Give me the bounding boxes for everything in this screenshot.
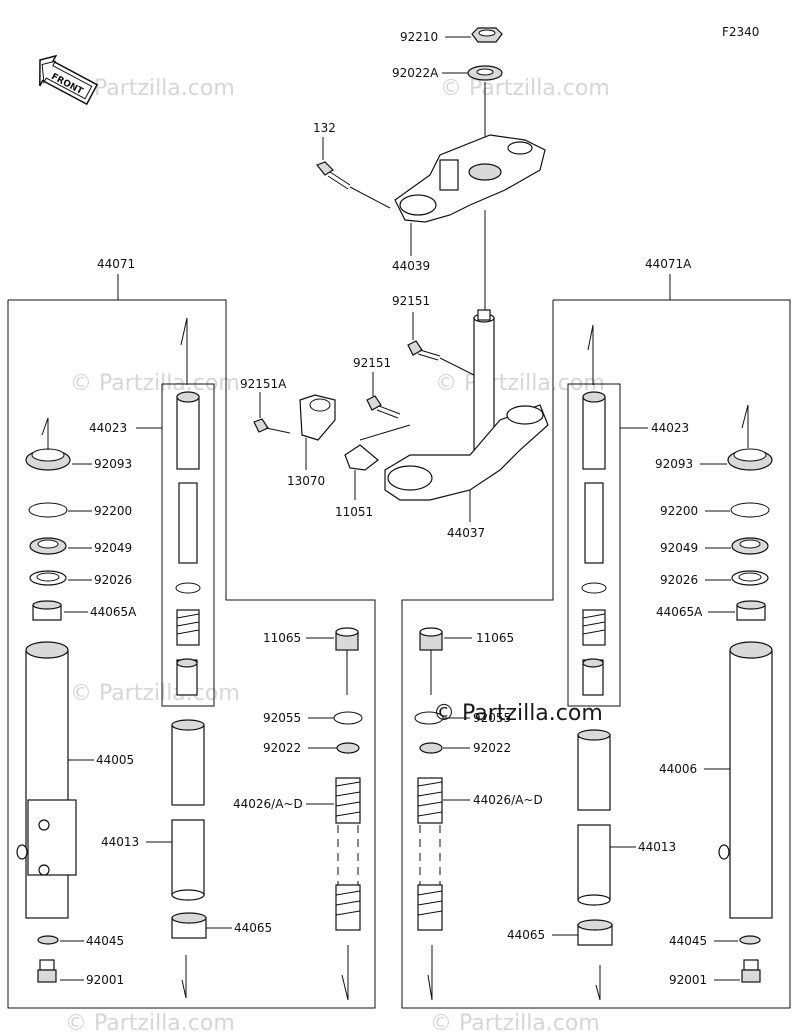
label-left-11065: 11065	[263, 631, 301, 645]
label-left-92093: 92093	[94, 457, 132, 471]
left-bushing-44065a	[32, 600, 62, 621]
left-ring-92022	[336, 742, 360, 754]
left-piston	[176, 658, 198, 696]
stem-lower-clamp-44037	[384, 309, 549, 501]
label-right-44006: 44006	[659, 762, 697, 776]
label-left-44013: 44013	[101, 835, 139, 849]
bracket-11051	[344, 424, 411, 471]
left-bolt-92001	[37, 959, 57, 983]
left-dust-seal-92093	[25, 417, 71, 471]
left-washer-44045	[37, 935, 59, 945]
label-left-92049: 92049	[94, 541, 132, 555]
watermarks: © Partzilla.com © Partzilla.com © Partzi…	[65, 76, 610, 1033]
right-oil-seal-92049	[731, 537, 769, 555]
right-bushing-44065a	[736, 600, 766, 621]
label-left-92055: 92055	[263, 711, 301, 725]
right-piston	[582, 658, 604, 696]
label-left-92022: 92022	[263, 741, 301, 755]
watermark: © Partzilla.com	[440, 76, 610, 101]
label-11051: 11051	[335, 505, 373, 519]
left-bushing-44065	[171, 912, 207, 999]
left-outer-tube-44005	[16, 641, 77, 919]
label-right-44013: 44013	[638, 840, 676, 854]
left-oil-seal-92049	[29, 537, 67, 555]
label-13070: 13070	[287, 474, 325, 488]
right-spring-small	[582, 609, 606, 646]
left-spring-44026	[335, 777, 361, 1001]
left-inner-tube-44023	[176, 317, 200, 564]
label-right-44065: 44065	[507, 928, 545, 942]
left-assembly-label: 44071	[97, 257, 135, 271]
right-ring-92022	[419, 742, 443, 754]
label-right-92001: 92001	[669, 973, 707, 987]
bolt-92151-mid	[366, 395, 401, 419]
right-spring-44026	[417, 777, 443, 1001]
label-right-44045: 44045	[669, 934, 707, 948]
label-right-44026: 44026/A~D	[473, 793, 543, 807]
watermark-dark: © Partzilla.com	[433, 701, 603, 726]
right-bushing-44065	[577, 919, 613, 1001]
right-washer-44045	[739, 935, 761, 945]
bolt-92151a	[253, 418, 291, 434]
label-right-92026: 92026	[660, 573, 698, 587]
label-right-92200: 92200	[660, 504, 698, 518]
label-44039: 44039	[392, 259, 430, 273]
watermark: © Partzilla.com	[430, 1011, 600, 1033]
label-left-44023: 44023	[89, 421, 127, 435]
right-cartridge-44013	[577, 729, 611, 906]
right-clip-92200	[730, 502, 770, 518]
label-left-44065a: 44065A	[90, 605, 137, 619]
right-assembly-frame: 44071A	[401, 257, 791, 1009]
label-right-92093: 92093	[655, 457, 693, 471]
label-92151-mid: 92151	[353, 356, 391, 370]
right-circlip-inner	[581, 582, 607, 594]
right-assembly-label: 44071A	[645, 257, 692, 271]
label-left-44005: 44005	[96, 753, 134, 767]
washer-92022a	[467, 65, 503, 81]
left-spring-small	[176, 609, 200, 646]
label-left-92026: 92026	[94, 573, 132, 587]
left-cartridge-44013	[171, 719, 205, 901]
right-dust-seal-92093	[727, 404, 773, 471]
label-92151a: 92151A	[240, 377, 287, 391]
left-rod-11065	[335, 627, 359, 695]
label-left-44065: 44065	[234, 921, 272, 935]
label-left-44045: 44045	[86, 934, 124, 948]
label-left-92200: 92200	[94, 504, 132, 518]
watermark: © Partzilla.com	[65, 1011, 235, 1033]
right-rod-11065	[419, 627, 443, 695]
right-outer-tube-44006	[718, 641, 773, 919]
left-washer-92026	[29, 570, 67, 586]
label-left-92001: 92001	[86, 973, 124, 987]
label-92022a: 92022A	[392, 66, 439, 80]
label-92210: 92210	[400, 30, 438, 44]
label-132: 132	[313, 121, 336, 135]
label-right-92055: 92055	[473, 711, 511, 725]
bolt-92151-top	[407, 340, 441, 361]
label-left-44026: 44026/A~D	[233, 797, 303, 811]
left-circlip-inner	[175, 582, 201, 594]
bolt-132	[316, 161, 351, 190]
label-right-44065a: 44065A	[656, 605, 703, 619]
label-92151-top: 92151	[392, 294, 430, 308]
left-clip-92200	[28, 502, 68, 518]
right-inner-tube-44023	[582, 324, 606, 564]
bracket-13070	[299, 394, 336, 441]
label-44037: 44037	[447, 526, 485, 540]
right-bolt-92001	[741, 959, 761, 983]
watermark: © Partzilla.com	[70, 681, 240, 706]
nut-92210	[471, 27, 503, 43]
label-right-92022: 92022	[473, 741, 511, 755]
label-right-92049: 92049	[660, 541, 698, 555]
right-washer-92026	[731, 570, 769, 586]
left-assembly-frame: 44071	[7, 257, 376, 1009]
upper-clamp-44039	[394, 134, 546, 223]
left-o-ring-92055	[333, 711, 363, 725]
label-right-11065: 11065	[476, 631, 514, 645]
figure-code: F2340	[722, 25, 759, 39]
label-right-44023: 44023	[651, 421, 689, 435]
